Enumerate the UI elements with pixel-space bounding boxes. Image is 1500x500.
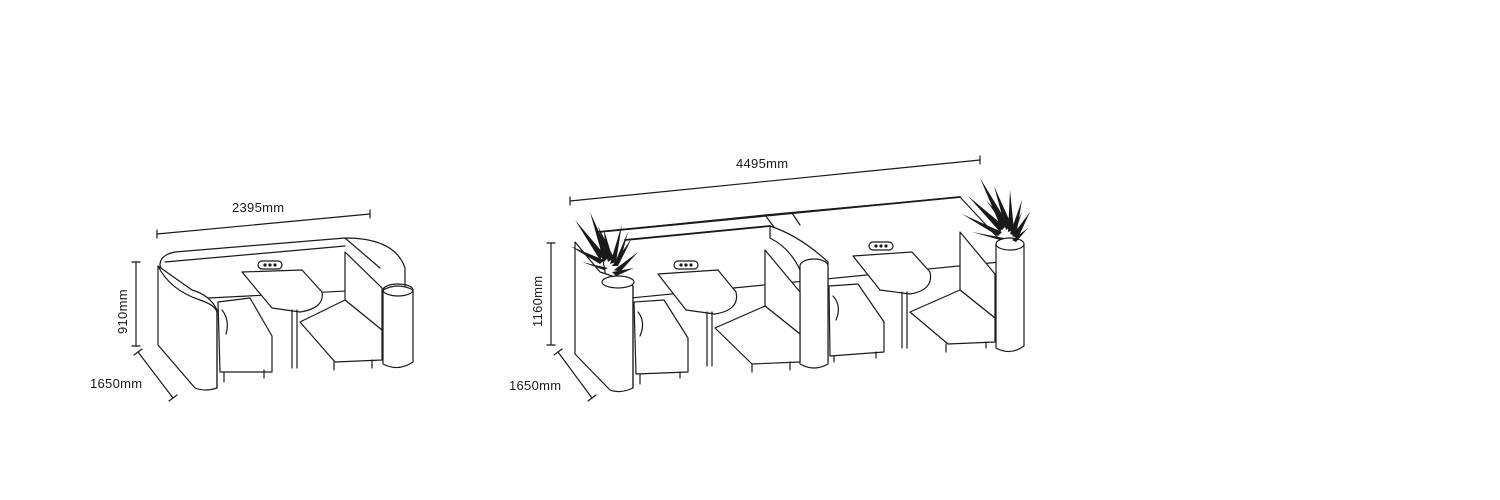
bay2-right-seat — [909, 231, 996, 353]
large-height-dimension: 1160mm — [530, 242, 556, 346]
large-left-panel — [574, 241, 635, 393]
bay1-power-module-icon — [673, 260, 699, 270]
large-width-dimension: 4495mm — [569, 155, 981, 206]
bay2-left-seat — [828, 283, 885, 363]
bay1-left-seat — [633, 299, 689, 385]
small-height-label: 910mm — [115, 289, 130, 334]
small-booth-unit: 2395mm 910mm 1650mm — [90, 200, 414, 402]
right-plant-icon — [962, 178, 1030, 242]
large-height-label: 1160mm — [530, 276, 545, 327]
large-depth-label: 1650mm — [509, 378, 561, 393]
small-right-seat — [299, 251, 383, 371]
large-booth-unit: 4495mm 1160mm 1650mm — [509, 155, 1030, 402]
bay1-table — [657, 269, 738, 367]
large-depth-dimension: 1650mm — [509, 348, 597, 402]
small-width-dimension: 2395mm — [156, 200, 371, 239]
large-right-column — [995, 237, 1025, 353]
large-middle-column — [769, 225, 829, 369]
small-left-seat — [217, 297, 273, 383]
small-table — [241, 269, 323, 369]
small-left-panel — [157, 265, 218, 391]
small-height-dimension: 910mm — [115, 261, 141, 347]
bay2-power-module-icon — [868, 241, 894, 251]
small-width-label: 2395mm — [232, 200, 284, 215]
bay1-right-seat — [714, 249, 801, 373]
small-depth-label: 1650mm — [90, 376, 142, 391]
small-depth-dimension: 1650mm — [90, 348, 178, 402]
small-right-column — [382, 283, 414, 369]
left-plant-icon — [570, 212, 638, 276]
small-back-panel — [159, 237, 406, 301]
large-width-label: 4495mm — [736, 156, 788, 171]
bay2-table — [852, 251, 932, 349]
small-power-module-icon — [257, 260, 283, 270]
